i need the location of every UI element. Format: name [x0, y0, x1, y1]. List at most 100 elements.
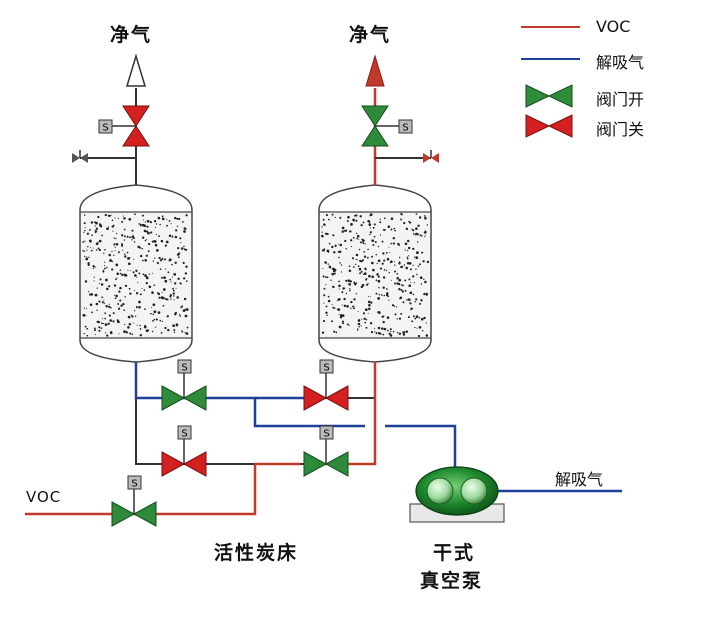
carbon-speck: [96, 309, 98, 312]
row2-right-valve-open[interactable]: S: [303, 425, 349, 477]
carbon-speck: [86, 327, 89, 330]
carbon-speck: [357, 322, 361, 326]
carbon-speck: [94, 221, 96, 223]
carbon-speck: [416, 327, 418, 329]
carbon-speck: [402, 331, 406, 334]
carbon-speck: [181, 221, 184, 223]
carbon-speck: [404, 279, 407, 282]
carbon-speck: [419, 302, 422, 305]
carbon-speck: [339, 262, 341, 264]
carbon-speck: [117, 251, 120, 254]
carbon-speck: [371, 275, 375, 279]
carbon-speck: [104, 317, 107, 320]
carbon-speck: [90, 247, 92, 249]
carbon-speck: [83, 307, 86, 309]
carbon-speck: [363, 255, 367, 258]
solenoid-mark: S: [131, 479, 137, 490]
carbon-speck: [327, 295, 330, 298]
carbon-speck: [424, 216, 427, 220]
carbon-speck: [391, 304, 395, 307]
carbon-speck: [89, 303, 93, 306]
carbon-speck: [377, 259, 381, 263]
row2-left-valve-closed[interactable]: S: [161, 425, 207, 477]
carbon-speck: [383, 315, 385, 317]
carbon-speck: [359, 241, 363, 244]
inlet-valve-open[interactable]: S: [111, 475, 157, 527]
carbon-speck: [387, 225, 391, 228]
carbon-speck: [119, 269, 122, 271]
carbon-speck: [369, 233, 371, 236]
carbon-speck: [354, 284, 357, 286]
carbon-speck: [153, 239, 156, 243]
carbon-speck: [113, 284, 117, 287]
carbon-speck: [93, 276, 95, 278]
carbon-speck: [355, 258, 357, 261]
carbon-speck: [98, 300, 101, 303]
carbon-speck: [140, 254, 143, 258]
carbon-speck: [355, 232, 358, 235]
left-outlet-arrow: [125, 53, 147, 87]
right-top-valve-open[interactable]: S: [361, 105, 413, 147]
carbon-speck: [152, 313, 155, 316]
carbon-speck: [113, 294, 116, 296]
carbon-speck: [98, 326, 101, 329]
carbon-speck: [406, 299, 408, 301]
carbon-speck: [387, 329, 389, 332]
carbon-speck: [346, 323, 349, 326]
carbon-speck: [165, 240, 169, 244]
carbon-speck: [95, 249, 98, 251]
carbon-speck: [341, 314, 345, 317]
carbon-speck: [162, 288, 166, 291]
carbon-speck: [410, 307, 413, 310]
carbon-speck: [84, 255, 86, 258]
carbon-speck: [95, 230, 98, 232]
left-vent-small-valve[interactable]: [72, 150, 88, 163]
dry-vacuum-pump[interactable]: [409, 466, 505, 523]
carbon-speck: [338, 280, 340, 283]
carbon-speck: [94, 293, 98, 297]
carbon-speck: [157, 311, 161, 314]
carbon-speck: [338, 325, 342, 329]
carbon-speck: [353, 298, 356, 301]
carbon-speck: [325, 311, 328, 314]
carbon-speck: [370, 301, 373, 304]
carbon-speck: [321, 231, 323, 233]
carbon-speck: [363, 251, 366, 253]
carbon-speck: [331, 320, 333, 323]
carbon-speck: [82, 241, 85, 243]
carbon-speck: [96, 320, 99, 323]
carbon-speck: [115, 294, 118, 298]
carbon-speck: [169, 234, 172, 236]
right-vent-small-valve[interactable]: [423, 150, 439, 163]
carbon-speck: [130, 270, 132, 272]
carbon-speck: [381, 262, 384, 265]
carbon-speck: [375, 332, 378, 335]
carbon-speck: [144, 239, 147, 242]
carbon-speck: [141, 287, 143, 289]
carbon-speck: [411, 320, 414, 323]
carbon-speck: [408, 284, 412, 288]
carbon-speck: [366, 283, 368, 286]
carbon-speck: [181, 330, 184, 333]
carbon-speck: [369, 231, 372, 234]
carbon-speck: [113, 237, 115, 239]
carbon-speck: [377, 332, 381, 335]
carbon-speck: [175, 287, 177, 289]
left-top-valve-closed[interactable]: S: [98, 105, 150, 147]
carbon-speck: [95, 242, 99, 246]
row1-right-valve-closed[interactable]: S: [303, 359, 349, 411]
carbon-speck: [349, 280, 352, 283]
row1-left-valve-open[interactable]: S: [161, 359, 207, 411]
carbon-speck: [153, 219, 157, 223]
carbon-speck: [371, 255, 374, 258]
carbon-speck: [415, 213, 418, 215]
carbon-speck: [347, 279, 351, 283]
carbon-speck: [171, 263, 173, 266]
carbon-speck: [406, 256, 409, 258]
carbon-speck: [129, 332, 132, 335]
carbon-speck: [183, 245, 185, 248]
desorb-header-pipe-b: [385, 424, 457, 474]
carbon-speck: [122, 302, 125, 306]
carbon-speck: [83, 214, 86, 216]
carbon-speck: [392, 330, 395, 333]
